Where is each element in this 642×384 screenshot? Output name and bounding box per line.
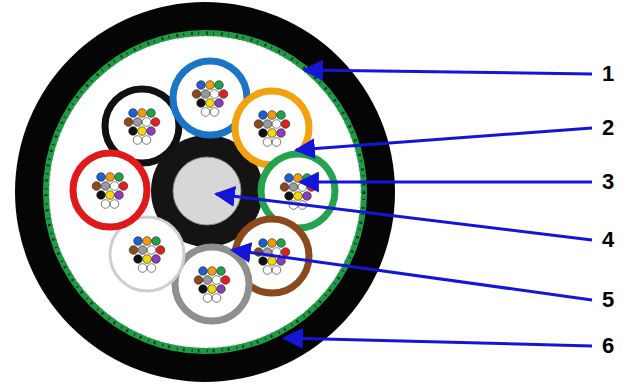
armour-texture <box>46 33 364 351</box>
loose-tubes <box>73 61 335 321</box>
filler <box>50 37 361 348</box>
callout-number: 4 <box>602 229 614 251</box>
callout-number: 3 <box>602 171 614 193</box>
callout-number: 1 <box>602 63 614 85</box>
central-strength-member <box>173 157 241 225</box>
callout-number: 6 <box>602 335 614 357</box>
callout-number: 5 <box>602 289 614 311</box>
leader-lines <box>216 70 592 346</box>
armour-ring <box>46 33 364 351</box>
outer-sheath <box>15 2 395 382</box>
callout-number: 2 <box>602 117 614 139</box>
